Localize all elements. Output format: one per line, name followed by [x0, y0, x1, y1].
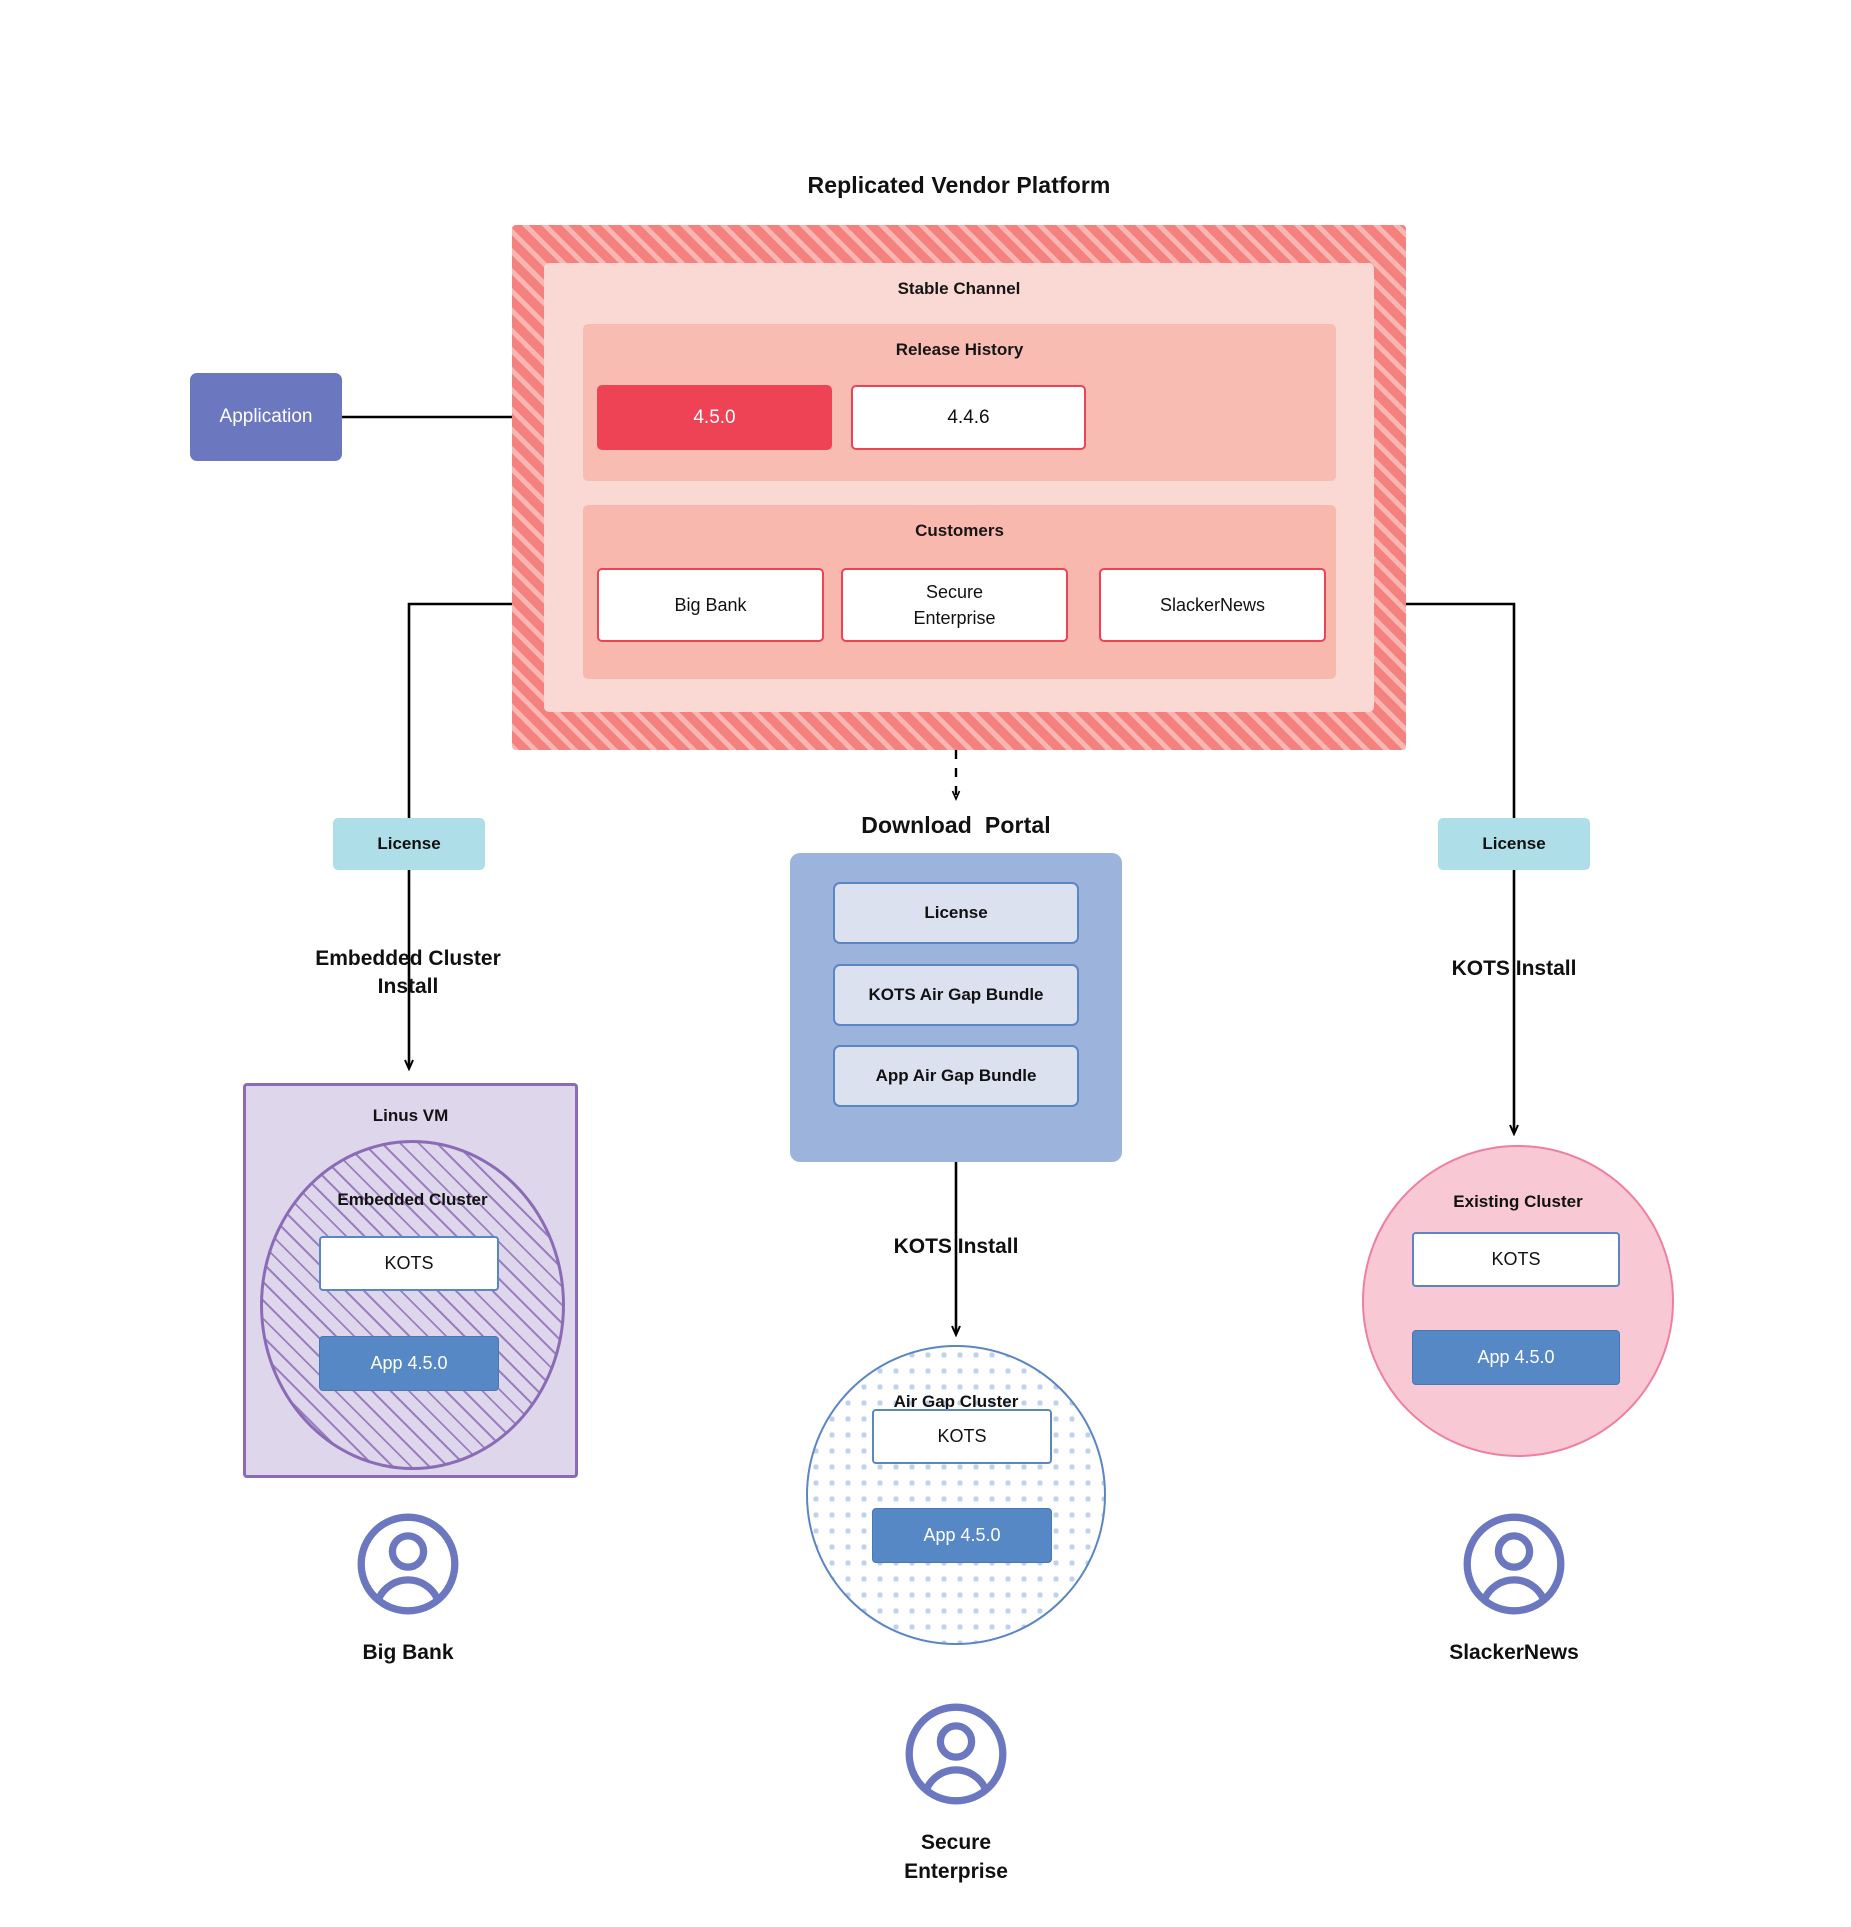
- air-gap-cluster-circle: Air Gap Cluster: [806, 1345, 1106, 1645]
- release-version-label: 4.5.0: [693, 406, 736, 428]
- existing-cluster-circle: Existing Cluster: [1362, 1145, 1674, 1457]
- app-box-right[interactable]: App 4.5.0: [1412, 1330, 1620, 1385]
- kots-box-right[interactable]: KOTS: [1412, 1232, 1620, 1287]
- release-chip-current[interactable]: 4.5.0: [597, 385, 832, 450]
- release-version-label: 4.4.6: [947, 406, 990, 428]
- kots-box-left[interactable]: KOTS: [319, 1236, 499, 1291]
- app-box-center[interactable]: App 4.5.0: [872, 1508, 1052, 1563]
- customer-chip-secure-enterprise[interactable]: Secure Enterprise: [841, 568, 1068, 642]
- avatar-name-big-bank: Big Bank: [362, 1641, 454, 1664]
- flow-caption-center-kots-install: KOTS Install: [893, 1235, 1019, 1258]
- avatar-name-slackernews: SlackerNews: [1449, 1641, 1579, 1664]
- avatar-name-secure-enterprise: Secure Enterprise: [904, 1831, 1008, 1883]
- release-chip-past[interactable]: 4.4.6: [851, 385, 1086, 450]
- flow-caption-right-kots-install: KOTS Install: [1451, 957, 1577, 980]
- customer-name-label: SlackerNews: [1159, 595, 1266, 615]
- linux-vm-label: Linus VM: [372, 1106, 449, 1125]
- kots-label: KOTS: [937, 1426, 987, 1446]
- portal-item-label: App Air Gap Bundle: [875, 1066, 1037, 1085]
- license-chip-right[interactable]: License: [1438, 818, 1590, 870]
- application-box[interactable]: Application: [190, 373, 342, 461]
- existing-cluster-label: Existing Cluster: [1453, 1192, 1583, 1211]
- customer-chip-slackernews[interactable]: SlackerNews: [1099, 568, 1326, 642]
- customers-title: Customers: [915, 521, 1004, 540]
- app-box-left[interactable]: App 4.5.0: [319, 1336, 499, 1391]
- license-label: License: [377, 834, 441, 853]
- avatar-slackernews: [1462, 1512, 1566, 1616]
- app-label: App 4.5.0: [370, 1353, 448, 1373]
- air-gap-cluster-label: Air Gap Cluster: [893, 1392, 1019, 1411]
- portal-item-kots-air-gap-bundle[interactable]: KOTS Air Gap Bundle: [833, 964, 1079, 1026]
- license-label: License: [1482, 834, 1546, 853]
- platform-title: Replicated Vendor Platform: [807, 172, 1111, 198]
- embedded-cluster-circle: Embedded Cluster: [260, 1140, 565, 1470]
- portal-item-label: License: [924, 903, 988, 922]
- kots-label: KOTS: [384, 1253, 434, 1273]
- app-label: App 4.5.0: [1477, 1347, 1555, 1367]
- avatar-secure-enterprise: [904, 1702, 1008, 1806]
- stable-channel-title: Stable Channel: [897, 279, 1021, 298]
- application-label: Application: [219, 406, 313, 427]
- embedded-cluster-label: Embedded Cluster: [337, 1190, 488, 1209]
- portal-item-app-air-gap-bundle[interactable]: App Air Gap Bundle: [833, 1045, 1079, 1107]
- kots-label: KOTS: [1491, 1249, 1541, 1269]
- flow-caption-embedded-install: Embedded Cluster Install: [315, 947, 501, 998]
- release-history-title: Release History: [895, 340, 1024, 359]
- customer-name-label: Secure Enterprise: [913, 582, 996, 628]
- app-label: App 4.5.0: [923, 1525, 1001, 1545]
- portal-item-label: KOTS Air Gap Bundle: [868, 985, 1044, 1004]
- download-portal-box: License KOTS Air Gap Bundle App Air Gap …: [790, 853, 1122, 1162]
- kots-box-center[interactable]: KOTS: [872, 1409, 1052, 1464]
- avatar-big-bank: [356, 1512, 460, 1616]
- customer-name-label: Big Bank: [674, 595, 747, 615]
- license-chip-left[interactable]: License: [333, 818, 485, 870]
- customer-chip-big-bank[interactable]: Big Bank: [597, 568, 824, 642]
- portal-item-license[interactable]: License: [833, 882, 1079, 944]
- download-portal-title: Download Portal: [861, 812, 1051, 838]
